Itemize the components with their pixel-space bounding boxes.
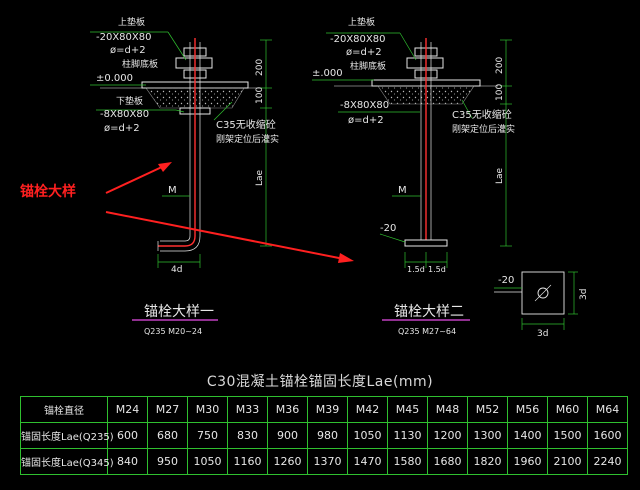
table-header-cell: M30: [187, 396, 228, 423]
detail-1-bottom-plate-size: -8X80X80: [100, 109, 149, 120]
table-header-cell: M42: [347, 396, 388, 423]
detail-1-top-plate: [175, 57, 213, 69]
table-cell: 2240: [587, 448, 628, 475]
table-header-cell: M45: [387, 396, 428, 423]
table-header-cell: M48: [427, 396, 468, 423]
plate-plan-hole: [537, 287, 549, 299]
detail-2-elevation: ±.000: [312, 68, 343, 79]
table-cell: 1260: [267, 448, 308, 475]
table-header-cell: M52: [467, 396, 508, 423]
detail-1-dim-lae: Lae: [255, 169, 265, 186]
table-cell: 1580: [387, 448, 428, 475]
table-cell: 1160: [227, 448, 268, 475]
table-cell: 830: [227, 422, 268, 449]
table-cell: 1050: [187, 448, 228, 475]
detail-1-bottom-plate-label: 下垫板: [116, 95, 143, 107]
detail-2-top-plate-hole: ø=d+2: [346, 47, 382, 58]
annotation-arrow-upper: [105, 165, 165, 194]
detail-1-grout-label: C35无收缩砼: [216, 118, 276, 131]
table-cell: 680: [147, 422, 188, 449]
detail-1-bottom-plate-hole: ø=d+2: [104, 123, 140, 134]
detail-2-end-plate-label: -20: [380, 223, 396, 234]
detail-1-elevation: ±0.000: [96, 73, 133, 84]
detail-2-subtitle: Q235 M27~64: [398, 327, 456, 336]
plate-plan-square: [521, 271, 565, 315]
table-cell: 1400: [507, 422, 548, 449]
table-cell: 1680: [427, 448, 468, 475]
table-header-cell: M60: [547, 396, 588, 423]
table-cell: 840: [107, 448, 148, 475]
detail-2-base-plate-label: 柱脚底板: [350, 60, 386, 72]
detail-1-base-plate-label: 柱脚底板: [122, 58, 158, 70]
table-header-label: 锚栓直径: [20, 396, 108, 423]
detail-1-title: 锚栓大样一: [144, 304, 214, 320]
table-header-cell: M64: [587, 396, 628, 423]
table-cell: 750: [187, 422, 228, 449]
detail-2-title: 锚栓大样二: [394, 304, 464, 320]
table-cell: 1300: [467, 422, 508, 449]
detail-1-dim-100: 100: [255, 87, 265, 104]
table-cell: 980: [307, 422, 348, 449]
detail-2-top-plate-label: 上垫板: [348, 16, 375, 28]
table-cell: 1130: [387, 422, 428, 449]
table-cell: 900: [267, 422, 308, 449]
plate-plan-side-dim: 3d: [579, 289, 589, 300]
detail-2-bolt-label: M: [398, 185, 407, 196]
detail-1-top-plate-hole: ø=d+2: [110, 45, 146, 56]
detail-2-top-plate: [406, 57, 444, 69]
table-cell: 1050: [347, 422, 388, 449]
table-cell: 950: [147, 448, 188, 475]
table-cell: 1200: [427, 422, 468, 449]
plate-plan-detail: -20 3d 3d: [494, 271, 589, 339]
table-header-cell: M36: [267, 396, 308, 423]
detail-2-dim-right: 1.5d: [428, 265, 446, 274]
detail-1-hook-label: 4d: [171, 265, 182, 275]
detail-1-top-plate-label: 上垫板: [118, 16, 145, 28]
annotation-label: 锚栓大样: [20, 183, 76, 200]
detail-2-dim-200: 200: [495, 57, 505, 74]
table-cell: 1600: [587, 422, 628, 449]
detail-2-grout-note: 刚架定位后灌实: [452, 123, 515, 135]
detail-2-bottom-plate-hole: ø=d+2: [348, 115, 384, 126]
detail-2-drawing: 上垫板 -20X80X80 ø=d+2 柱脚底板 ±.000 -8X80X80 …: [312, 16, 515, 336]
table-row-label: 锚固长度Lae(Q235): [20, 422, 114, 449]
table-cell: 1820: [467, 448, 508, 475]
detail-2-dim-100: 100: [495, 84, 505, 101]
detail-1-bolt: [158, 38, 196, 247]
table-header-cell: M56: [507, 396, 548, 423]
detail-1-subtitle: Q235 M20~24: [144, 327, 202, 336]
detail-2-dim-left: 1.5d: [407, 265, 425, 274]
table-header-cell: M39: [307, 396, 348, 423]
detail-2-grout-label: C35无收缩砼: [452, 108, 512, 121]
annotation: 锚栓大样: [20, 162, 354, 263]
table-cell: 1370: [307, 448, 348, 475]
plate-plan-thickness: -20: [498, 275, 514, 286]
table-title: C30混凝土锚栓锚固长度Lae(mm): [206, 374, 434, 390]
detail-1-dim-200: 200: [255, 59, 265, 76]
table-cell: 1960: [507, 448, 548, 475]
detail-2-top-plate-size: -20X80X80: [330, 34, 385, 45]
table-header-cell: M33: [227, 396, 268, 423]
detail-1-drawing: 上垫板 -20X80X80 ø=d+2 柱脚底板 ±0.000 下垫板 -8X8…: [90, 16, 279, 336]
table-cell: 2100: [547, 448, 588, 475]
detail-2-bottom-plate-size: -8X80X80: [340, 100, 389, 111]
table-row-label: 锚固长度Lae(Q345): [20, 448, 114, 475]
plate-plan-width-dim: 3d: [537, 329, 548, 339]
detail-1-grout-note: 刚架定位后灌实: [216, 133, 279, 145]
table-header-cell: M24: [107, 396, 148, 423]
detail-1-bolt-label: M: [168, 185, 177, 196]
detail-2-dim-lae: Lae: [495, 167, 505, 184]
detail-1-top-plate-size: -20X80X80: [96, 32, 151, 43]
annotation-arrow-lower: [105, 211, 345, 260]
table-cell: 1500: [547, 422, 588, 449]
table-cell: 1470: [347, 448, 388, 475]
detail-2-end-plate: [404, 239, 448, 247]
table-header-cell: M27: [147, 396, 188, 423]
table-cell: 600: [107, 422, 148, 449]
